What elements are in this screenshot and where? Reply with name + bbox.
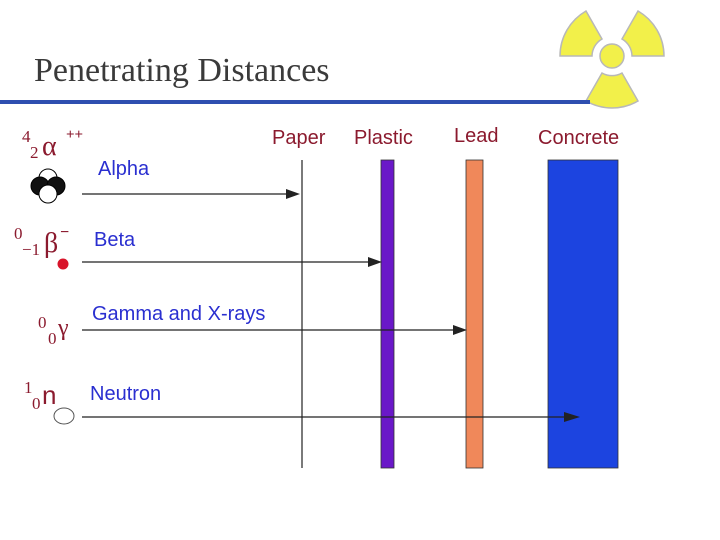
neutron-glyph: n [42,380,57,410]
radiation-label-gamma: Gamma and X-rays [92,303,266,325]
material-label-plastic: Plastic [354,127,413,149]
radiation-label-alpha: Alpha [98,158,150,180]
beta-glyph: β [44,228,59,259]
alpha-charge-number: 2 [30,143,39,162]
gamma-mass-number: 0 [38,313,47,332]
beta-charge-number: −1 [22,240,41,259]
alpha-sign: ++ [66,127,84,143]
trefoil-blade-top-left [559,9,604,57]
alpha-mass-number: 4 [22,127,31,146]
trefoil-center [599,43,625,69]
alpha-path [82,189,300,199]
radiation-trefoil-icon [559,9,665,109]
material-label-concrete: Concrete [538,127,620,149]
title-rule [0,100,590,104]
material-label-paper: Paper [272,127,326,149]
gamma-glyph: γ [58,315,69,341]
beta-particle-icon [57,258,69,270]
beta-sign: − [60,224,70,241]
concrete-barrier [547,159,619,469]
plastic-barrier [380,159,395,469]
material-label-lead: Lead [454,125,499,147]
arrowhead-icon [564,412,580,422]
alpha-particle-icon [30,168,66,204]
arrowhead-icon [368,257,382,267]
arrowhead-icon [286,189,300,199]
beta-path [82,257,382,267]
beta-mass-number: 0 [14,224,23,243]
radiation-label-neutron: Neutron [90,383,162,405]
radiation-label-beta: Beta [94,229,136,251]
neutron-charge-number: 0 [32,394,41,413]
neutron-particle-icon [53,407,75,425]
trefoil-blade-bottom [584,71,640,109]
lead-barrier [465,159,484,469]
page-title: Penetrating Distances [34,52,330,89]
alpha-glyph: α [42,131,57,162]
neutron-path [82,412,580,422]
arrowhead-icon [453,325,467,335]
gamma-charge-number: 0 [48,329,57,348]
gamma-path [82,325,467,335]
trefoil-blade-top-right [620,9,665,57]
neutron-mass-number: 1 [24,378,33,397]
